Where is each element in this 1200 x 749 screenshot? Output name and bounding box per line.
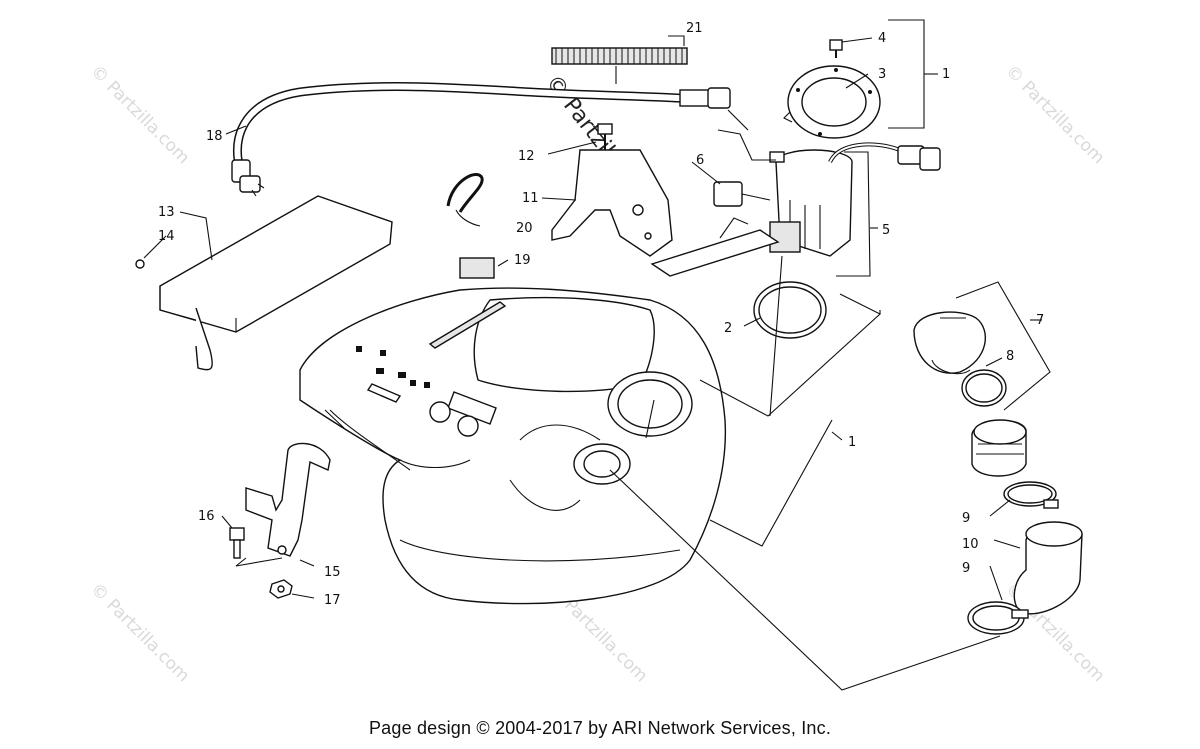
- callout-labels: 21 4 3 1 18 12 6 11 13 20 5 14 19 7 2 8 …: [158, 21, 1044, 608]
- part-14-screw: [135, 259, 145, 269]
- part-19-pad: [459, 257, 495, 279]
- callout-2: 2: [724, 321, 732, 336]
- watermark-bottom-left: © Partzilla.com: [86, 579, 193, 686]
- callout-9-upper: 9: [962, 511, 970, 526]
- callout-16: 16: [198, 509, 215, 524]
- callout-19: 19: [514, 253, 531, 268]
- part-7-fuel-cap: [913, 311, 986, 375]
- part-3-lock-ring: [783, 65, 881, 139]
- callout-21: 21: [686, 21, 703, 36]
- filler-neck-threaded: [971, 419, 1027, 477]
- callout-14: 14: [158, 229, 175, 244]
- callout-1-top: 1: [942, 67, 950, 82]
- part-11-bracket: [551, 149, 673, 257]
- watermark-top-left: © Partzilla.com: [86, 61, 193, 168]
- callout-1-mid: 1: [848, 435, 856, 450]
- callout-11: 11: [522, 191, 539, 206]
- callout-4: 4: [878, 31, 886, 46]
- callout-6: 6: [696, 153, 704, 168]
- callout-5: 5: [882, 223, 890, 238]
- callout-10: 10: [962, 537, 979, 552]
- part-18-fuel-hose: [231, 82, 731, 197]
- page-footer: Page design © 2004-2017 by ARI Network S…: [368, 718, 832, 738]
- fuel-tank-body: [299, 287, 727, 605]
- part-21-sleeve: [551, 47, 688, 65]
- callout-7: 7: [1036, 313, 1044, 328]
- callout-8: 8: [1006, 349, 1014, 364]
- callout-13: 13: [158, 205, 175, 220]
- part-12-bolt: [597, 123, 613, 150]
- callout-15: 15: [324, 565, 341, 580]
- leader-lines: [143, 19, 1051, 691]
- callout-17: 17: [324, 593, 341, 608]
- callout-9-lower: 9: [962, 561, 970, 576]
- part-16-bolt: [229, 527, 245, 559]
- part-13-heat-shield: [159, 195, 393, 371]
- part-2-gasket: [753, 281, 827, 339]
- part-20-clip: [446, 173, 484, 213]
- part-9-clamp-upper: [1003, 481, 1059, 509]
- part-15-bracket: [245, 442, 331, 557]
- callout-20: 20: [516, 221, 533, 236]
- part-4-screw: [829, 39, 843, 58]
- part-6-connector: [713, 181, 771, 207]
- callout-18: 18: [206, 129, 223, 144]
- part-5-fuel-pump: [650, 142, 941, 277]
- part-9-clamp-lower: [967, 601, 1029, 635]
- callout-12: 12: [518, 149, 535, 164]
- watermark-top-right: © Partzilla.com: [1001, 61, 1108, 168]
- part-10-filler-hose: [1013, 521, 1083, 615]
- part-17-nut: [269, 579, 293, 599]
- part-8-gasket: [961, 369, 1007, 407]
- callout-3: 3: [878, 67, 886, 82]
